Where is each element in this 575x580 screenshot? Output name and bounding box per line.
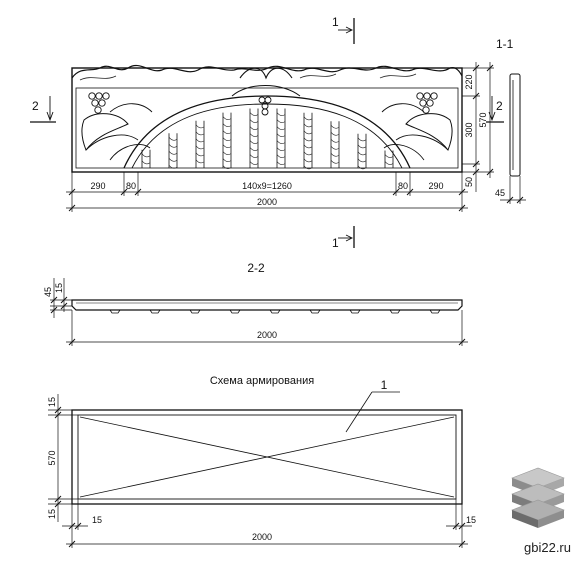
baluster [384,150,394,168]
front-bottom-dims: 290 80 140x9=1260 80 290 2000 [66,172,468,212]
reinforcement-outer-rect [71,409,463,505]
front-view [71,64,463,173]
section-1-1-profile [509,73,521,177]
section-rib [269,309,281,314]
callout-leader [345,391,373,433]
cut-label-2-left: 2 [32,99,39,113]
ornament-left-grapes [81,92,153,152]
section-rib [349,309,361,314]
baluster [276,108,286,168]
ornament-top-border [71,64,463,79]
section-title-2-2: 2-2 [247,261,265,275]
section-title-1-1: 1-1 [496,37,514,51]
dim-300: 300 [464,122,474,137]
dim-80-left: 80 [126,181,136,191]
dim-220: 220 [464,74,474,89]
baluster [249,108,259,168]
dim-15-bottom-left-horizontal: 15 [92,515,102,525]
baluster [357,133,367,170]
dim-290-left: 290 [90,181,105,191]
baluster [222,112,232,169]
dim-45-section: 45 [43,287,53,297]
arch-inner [131,103,403,169]
section-rib [149,309,161,314]
dim-15-bottom-left: 15 [47,509,57,519]
section-rib [109,309,121,314]
reinforcement-inner-rect [77,414,457,500]
reinforcement-diagonal-2 [79,416,455,498]
stacked-slabs-logo-icon [511,467,565,528]
watermark-text: gbi22.ru [524,540,571,555]
dim-45-profile: 45 [495,188,505,198]
cut-label-2-right: 2 [496,99,503,113]
front-right-dims: 220 300 50 570 [462,62,494,192]
callout-label: 1 [381,378,388,392]
section-2-2-ribs [109,309,441,314]
dim-baluster-spacing: 140x9=1260 [242,181,292,191]
section-rib [229,309,241,314]
dim-50: 50 [464,177,474,187]
reinforcement-scheme: Схема армирования 1 15 570 15 [47,375,476,548]
ornament-right-leaves [383,134,449,161]
panel-inner-frame [75,87,459,169]
baluster [303,112,313,170]
dim-15-section: 15 [54,283,64,293]
dim-570-reinforcement: 570 [47,450,57,465]
section-2-2: 2-2 45 15 2000 [43,261,468,346]
cut-label-1-bottom: 1 [332,236,339,250]
ornament-center-cluster [231,67,301,116]
cut-marker-2-left: 2 [30,96,56,123]
baluster [168,133,178,169]
ornament-leaf-curls [79,73,417,81]
baluster [330,121,340,168]
section-1-1: 1-1 45 [495,37,526,204]
dim-570-front: 570 [478,112,488,127]
baluster [195,120,205,168]
dim-290-right: 290 [428,181,443,191]
baluster-group [141,108,394,170]
section-rib [189,309,201,314]
ornament-left-leaves [85,134,151,161]
cut-marker-1-bottom: 1 [332,226,355,250]
dim-15-top-left: 15 [47,397,57,407]
section-rib [389,309,401,314]
dim-overall-width-section: 2000 [257,330,277,340]
section-rib [309,309,321,314]
dim-overall-width-front: 2000 [257,197,277,207]
ornament-right-grapes [381,92,453,152]
reinforcement-title: Схема армирования [210,375,314,387]
section-2-2-profile [71,299,463,311]
cut-marker-2-right: 2 [486,96,504,123]
arch-outer [123,95,411,169]
dim-overall-width-reinforcement: 2000 [252,532,272,542]
dim-80-right: 80 [398,181,408,191]
cut-label-1-top: 1 [332,15,339,29]
baluster [141,149,151,168]
dim-15-bottom-right-horizontal: 15 [466,515,476,525]
cut-marker-1-top: 1 [332,15,355,44]
section-rib [429,309,441,314]
